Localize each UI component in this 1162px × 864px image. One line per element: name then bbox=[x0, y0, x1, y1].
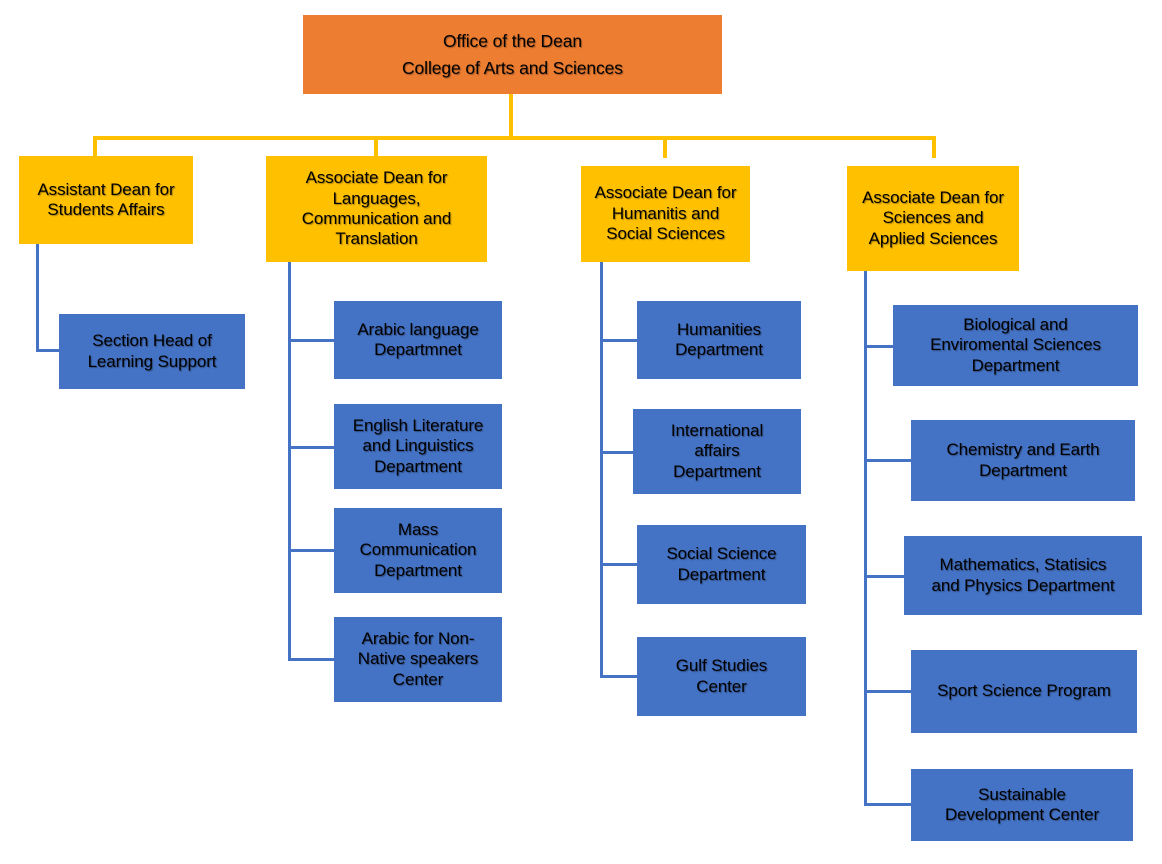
branch-4-stub-3 bbox=[864, 575, 905, 578]
branch-2-trunk bbox=[288, 262, 291, 660]
node-label-line: Sustainable bbox=[978, 784, 1066, 804]
branch-1-trunk bbox=[36, 243, 39, 352]
node-sustainable-development-center[interactable]: Sustainable Development Center bbox=[911, 769, 1133, 841]
node-label-line: Associate Dean for bbox=[594, 183, 737, 203]
node-label-line: Communication bbox=[359, 540, 477, 560]
branch-3-stub-3 bbox=[600, 563, 637, 566]
node-arabic-non-native-speakers-center[interactable]: Arabic for Non- Native speakers Center bbox=[334, 617, 502, 702]
node-social-science-department[interactable]: Social Science Department bbox=[637, 525, 806, 604]
node-label-line: Communication and bbox=[301, 209, 452, 228]
node-label-line: Gulf Studies bbox=[675, 656, 768, 676]
node-label-line: Department bbox=[675, 340, 763, 359]
branch-1-stub-1 bbox=[36, 349, 60, 352]
node-label-line: Associate Dean for bbox=[305, 168, 448, 188]
node-mass-communication-department[interactable]: Mass Communication Department bbox=[334, 508, 502, 593]
branch-drop-line-2 bbox=[374, 136, 378, 158]
node-label-line: Office of the Dean bbox=[443, 30, 582, 51]
branch-4-stub-4 bbox=[864, 690, 912, 693]
node-label-line: Chemistry and Earth bbox=[946, 440, 1100, 460]
node-humanities-department[interactable]: Humanities Department bbox=[637, 301, 801, 379]
branch-4-stub-5 bbox=[864, 803, 912, 806]
node-label-line: Learning Support bbox=[87, 351, 217, 371]
node-label-line: Social Sciences bbox=[606, 224, 725, 244]
node-label-line: Arabic language bbox=[357, 319, 479, 339]
node-label-line: Department bbox=[673, 461, 761, 481]
node-label-line: Center bbox=[696, 676, 747, 696]
node-international-affairs-department[interactable]: International affairs Department bbox=[633, 409, 801, 494]
branch-2-stub-1 bbox=[288, 339, 334, 342]
node-sport-science-program[interactable]: Sport Science Program bbox=[911, 650, 1137, 733]
branch-3-stub-4 bbox=[600, 675, 637, 678]
node-english-literature-linguistics-department[interactable]: English Literature and Linguistics Depar… bbox=[334, 404, 502, 489]
node-label-line: Assistant Dean for bbox=[37, 179, 175, 199]
branch-4-stub-2 bbox=[864, 459, 912, 462]
node-label-line: Department bbox=[971, 355, 1060, 375]
node-label-line: Department bbox=[677, 564, 766, 584]
branch-2-stub-3 bbox=[288, 549, 334, 552]
node-associate-dean-humanities[interactable]: Associate Dean for Humanitis and Social … bbox=[581, 166, 750, 262]
node-label-line: Department bbox=[374, 560, 462, 580]
node-associate-dean-sciences[interactable]: Associate Dean for Sciences and Applied … bbox=[847, 166, 1019, 271]
node-label-line: Departmnet bbox=[374, 340, 462, 359]
node-label-line: Associate Dean for bbox=[862, 187, 1004, 207]
branch-drop-line-3 bbox=[663, 136, 667, 158]
node-label-line: Arabic for Non- bbox=[361, 628, 475, 648]
node-chemistry-earth-department[interactable]: Chemistry and Earth Department bbox=[911, 420, 1135, 501]
node-arabic-language-department[interactable]: Arabic language Departmnet bbox=[334, 301, 502, 379]
branch-3-stub-1 bbox=[600, 339, 637, 342]
node-label-line: Native speakers bbox=[357, 649, 479, 669]
branch-2-stub-4 bbox=[288, 658, 334, 661]
node-label-line: Students Affairs bbox=[47, 200, 165, 219]
node-label-line: and Linguistics bbox=[362, 436, 474, 456]
node-mathematics-statistics-physics-department[interactable]: Mathematics, Statisics and Physics Depar… bbox=[904, 536, 1142, 615]
root-bus-line bbox=[93, 136, 936, 140]
node-label-line: Biological and bbox=[963, 314, 1068, 334]
branch-4-stub-1 bbox=[864, 345, 894, 348]
node-label-line: Development Center bbox=[944, 805, 1100, 824]
node-label-line: Section Head of bbox=[92, 331, 212, 351]
branch-drop-line-4 bbox=[932, 136, 936, 158]
node-label-line: and Physics Department bbox=[931, 575, 1115, 595]
branch-3-trunk bbox=[600, 262, 603, 677]
node-office-of-the-dean[interactable]: Office of the Dean College of Arts and S… bbox=[303, 15, 722, 94]
node-assistant-dean-students-affairs[interactable]: Assistant Dean for Students Affairs bbox=[19, 156, 193, 244]
node-label-line: International bbox=[670, 420, 764, 440]
node-label-line: Humanities bbox=[676, 319, 762, 339]
node-gulf-studies-center[interactable]: Gulf Studies Center bbox=[637, 637, 806, 716]
node-label-line: Mathematics, Statisics bbox=[939, 555, 1107, 575]
node-label-line: College of Arts and Sciences bbox=[402, 57, 623, 78]
node-label-line: Sciences and bbox=[882, 208, 984, 228]
branch-4-trunk bbox=[864, 271, 867, 805]
node-biological-environmental-sciences-department[interactable]: Biological and Enviromental Sciences Dep… bbox=[893, 305, 1138, 386]
node-label-line: Sport Science Program bbox=[937, 681, 1111, 701]
node-label-line: Mass bbox=[397, 519, 439, 539]
node-label-line: Department bbox=[979, 460, 1067, 480]
node-label-line: English Literature bbox=[352, 415, 484, 435]
node-label-line: Translation bbox=[335, 229, 418, 249]
node-label-line: Humanitis and bbox=[611, 203, 720, 223]
node-section-head-learning-support[interactable]: Section Head of Learning Support bbox=[59, 314, 245, 389]
node-label-line: Applied Sciences bbox=[868, 228, 998, 248]
node-label-line: Enviromental Sciences bbox=[930, 335, 1101, 355]
node-associate-dean-languages[interactable]: Associate Dean for Languages, Communicat… bbox=[266, 156, 487, 262]
branch-drop-line-1 bbox=[93, 136, 97, 158]
node-label-line: Department bbox=[374, 456, 462, 476]
node-label-line: Languages, bbox=[332, 188, 421, 208]
root-drop-line bbox=[509, 93, 513, 138]
node-label-line: affairs bbox=[694, 441, 740, 461]
node-label-line: Social Science bbox=[666, 544, 777, 564]
branch-2-stub-2 bbox=[288, 446, 334, 449]
node-label-line: Center bbox=[392, 669, 444, 689]
branch-3-stub-2 bbox=[600, 451, 637, 454]
